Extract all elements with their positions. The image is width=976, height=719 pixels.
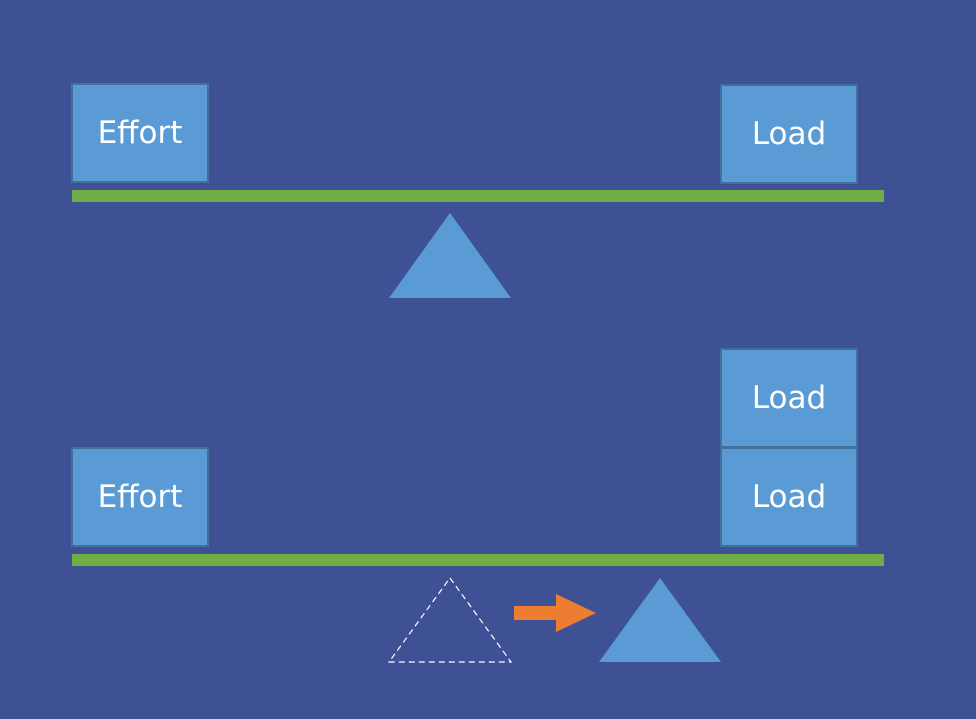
bottom-effort-box: Effort (71, 447, 209, 547)
right-arrow-icon (514, 594, 596, 632)
original-fulcrum-dashed-triangle-icon (387, 576, 513, 663)
bottom-lever-beam (72, 554, 884, 566)
bottom-load-label-upper: Load (751, 380, 827, 416)
top-effort-box: Effort (71, 83, 209, 183)
top-load-label: Load (751, 116, 827, 152)
bottom-load-label-lower: Load (751, 479, 827, 515)
bottom-load-box-upper: Load (720, 348, 858, 448)
bottom-effort-label: Effort (97, 479, 183, 515)
top-load-box: Load (720, 84, 858, 184)
top-lever-beam (72, 190, 884, 202)
top-effort-label: Effort (97, 115, 183, 151)
moved-fulcrum-triangle-icon (599, 578, 721, 662)
top-fulcrum-triangle-icon (389, 213, 511, 298)
bottom-load-box-lower: Load (720, 447, 858, 547)
